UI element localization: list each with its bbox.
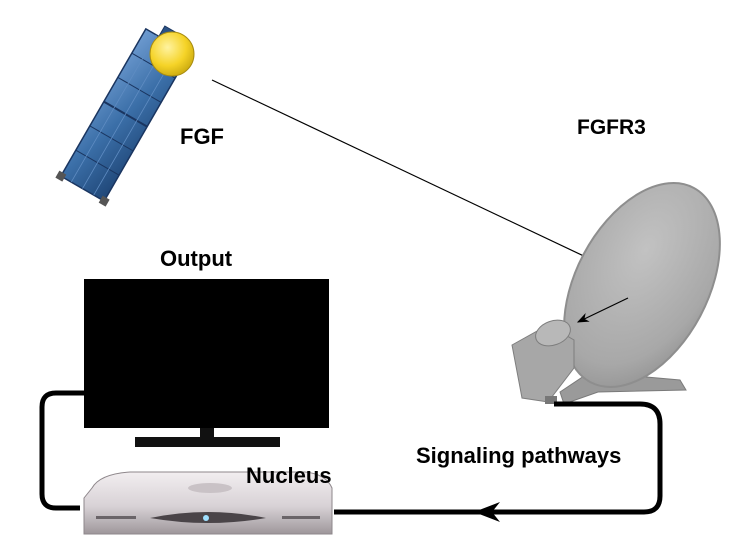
television-icon [84,279,329,447]
internal-arrow [576,297,629,323]
signaling-cable-right [334,401,663,515]
signaling-pathways-label: Signaling pathways [416,443,622,468]
receptor-label: FGFR3 [577,116,646,139]
satellite-dish-icon [511,182,721,405]
set-top-box-icon [83,471,333,535]
satellite-icon [55,25,195,207]
cable-arrowhead [474,502,500,522]
output-label: Output [160,246,233,271]
signaling-cable [39,390,84,511]
ligand-label: FGF [180,124,224,149]
nucleus-label: Nucleus [246,463,332,488]
binding-arrow [211,79,628,277]
